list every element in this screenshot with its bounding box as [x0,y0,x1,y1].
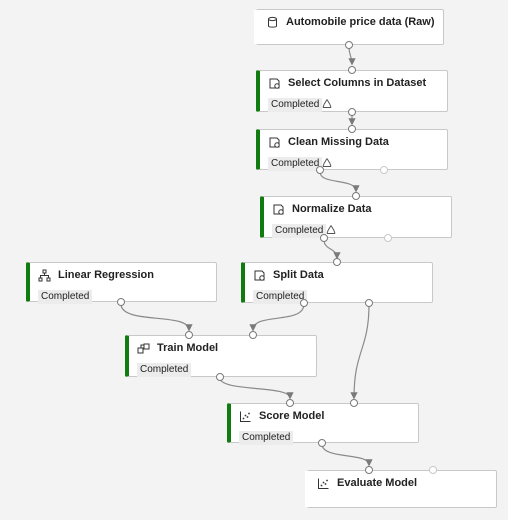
input-port[interactable] [286,399,294,407]
node-title: Normalize Data [292,203,372,215]
node-split-data[interactable]: Split Data Completed [241,262,433,304]
train-model-icon [137,342,150,355]
node-title: Score Model [259,410,325,422]
node-evaluate-model[interactable]: Evaluate Model [305,470,497,508]
dataset-gear-icon [272,203,285,216]
recycle-icon [321,98,333,110]
recycle-icon [321,157,333,169]
output-port[interactable] [300,299,308,307]
input-port[interactable] [350,399,358,407]
node-automobile-price-data[interactable]: Automobile price data (Raw) [254,9,444,45]
recycle-icon [325,224,337,236]
output-port[interactable] [384,234,392,242]
input-port[interactable] [429,466,437,474]
dataset-gear-icon [268,136,281,149]
status-badge: Completed [137,363,192,377]
output-port[interactable] [348,108,356,116]
input-port[interactable] [249,331,257,339]
edge-clean-to-normalize [319,171,360,193]
output-port[interactable] [216,373,224,381]
status-badge: Completed [253,290,308,304]
node-title: Select Columns in Dataset [288,77,427,89]
input-port[interactable] [185,331,193,339]
node-train-model[interactable]: Train Model Completed [125,335,317,377]
status-badge: Completed [272,224,327,238]
scatter-icon [239,410,252,423]
output-port[interactable] [345,41,353,49]
input-port[interactable] [348,125,356,133]
input-port[interactable] [348,66,356,74]
node-linear-regression[interactable]: Linear Regression Completed [26,262,217,304]
scatter-icon [317,477,330,490]
node-title: Clean Missing Data [288,136,389,148]
edge-normalize-to-split [323,239,341,260]
edge-score-to-evaluate [321,443,373,467]
dataset-gear-icon [268,77,281,90]
node-normalize-data[interactable]: Normalize Data Completed [260,196,452,238]
dataset-gear-icon [253,269,266,282]
node-clean-missing-data[interactable]: Clean Missing Data Completed [256,129,448,171]
database-icon [266,16,279,29]
input-port[interactable] [333,258,341,266]
status-badge: Completed [239,431,294,445]
output-port[interactable] [318,439,326,447]
node-title: Evaluate Model [337,477,418,489]
output-port[interactable] [380,166,388,174]
output-port[interactable] [316,166,324,174]
output-port[interactable] [365,299,373,307]
edge-train-to-score [219,377,294,400]
node-score-model[interactable]: Score Model Completed [227,403,419,445]
node-select-columns[interactable]: Select Columns in Dataset Completed [256,70,448,112]
status-badge: Completed [38,290,93,304]
status-badge: Completed [268,98,323,112]
node-title: Train Model [157,342,219,354]
hierarchy-icon [38,269,51,282]
edge-linreg-to-train [120,303,193,332]
edge-split-to-train [249,303,305,332]
input-port[interactable] [365,466,373,474]
edge-split-to-score [350,303,370,400]
output-port[interactable] [320,234,328,242]
node-title: Automobile price data (Raw) [286,16,435,28]
output-port[interactable] [117,298,125,306]
edge-auto-to-select [348,46,356,66]
node-title: Linear Regression [58,269,154,281]
node-title: Split Data [273,269,324,281]
input-port[interactable] [352,192,360,200]
status-badge: Completed [268,157,323,171]
